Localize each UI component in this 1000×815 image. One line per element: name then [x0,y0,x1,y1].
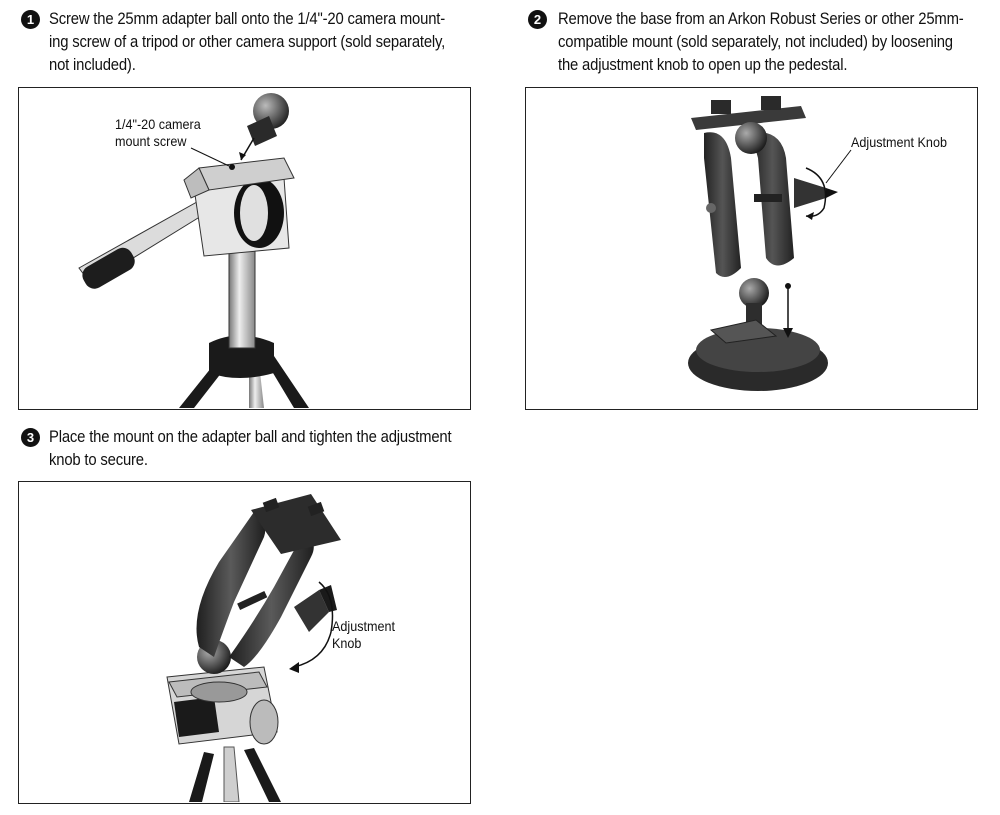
step-3-illustration-panel: Adjustment Knob [18,481,471,804]
adjustment-knob-callout-step-3-line-2: Knob [332,635,362,651]
step-2-line-3: the adjustment knob to open up the pedes… [558,56,848,74]
step-3-line-1: Place the mount on the adapter ball and … [49,428,452,446]
step-2-illustration-panel: Adjustment Knob [525,87,978,410]
tripod-with-adapter-ball-illustration [78,93,309,408]
step-2-number-badge: 2 [528,10,547,29]
step-2-instructions: Remove the base from an Arkon Robust Ser… [558,8,964,77]
step-1-line-3: not included). [49,56,136,74]
step-2-line-2: compatible mount (sold separately, not i… [558,33,953,51]
adjustment-knob-callout-step-3-line-1: Adjustment [332,618,396,634]
mount-screw-callout-line-1: 1/4"-20 camera [115,116,201,132]
adjustment-knob-callout-step-3: Adjustment Knob [332,618,395,652]
mount-removed-from-base-illustration [688,96,852,391]
mount-screw-callout: 1/4"-20 camera mount screw [115,116,201,150]
adjustment-knob-callout-step-2-text: Adjustment Knob [851,134,947,150]
step-1-number-badge: 1 [21,10,40,29]
mount-attached-to-tripod-illustration [166,494,341,802]
step-1-instructions: Screw the 25mm adapter ball onto the 1/4… [49,8,445,77]
step-3-number-badge: 3 [21,428,40,447]
step-1-line-2: ing screw of a tripod or other camera su… [49,33,446,51]
step-3-line-2: knob to secure. [49,451,148,469]
step-1-illustration-panel: 1/4"-20 camera mount screw [18,87,471,410]
step-3-instructions: Place the mount on the adapter ball and … [49,426,452,472]
step-2-line-1: Remove the base from an Arkon Robust Ser… [558,10,964,28]
step-1-line-1: Screw the 25mm adapter ball onto the 1/4… [49,10,445,28]
adjustment-knob-callout-step-2: Adjustment Knob [851,134,947,151]
mount-screw-callout-line-2: mount screw [115,133,187,149]
